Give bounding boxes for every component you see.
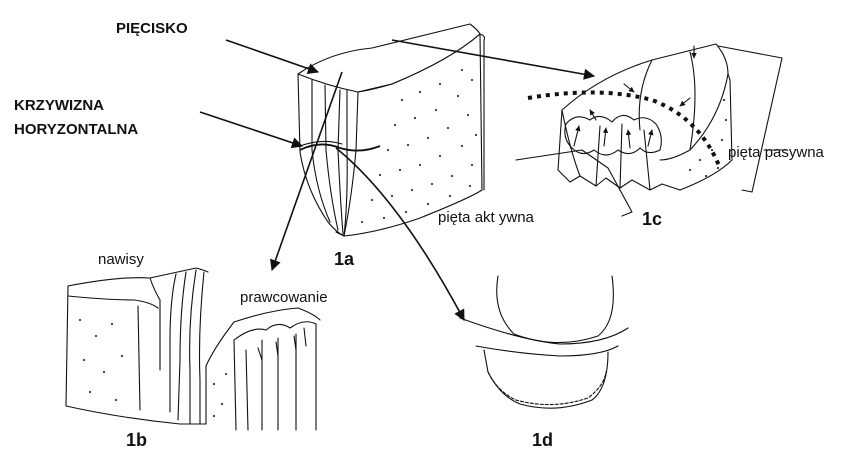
label-pieta-pasywna: pięta pasywna [728, 144, 825, 161]
figure-1a-drawing [298, 24, 485, 236]
figure-label-1a: 1a [334, 249, 355, 269]
piecisko-arrow [226, 40, 318, 72]
label-piecisko: PIĘCISKO [116, 20, 188, 37]
krzywizna-arrow [200, 112, 302, 146]
figure-label-1b: 1b [126, 430, 147, 450]
label-prawcowanie: prawcowanie [240, 289, 328, 306]
arrow-to-1b [272, 72, 342, 270]
figure-label-1c: 1c [642, 209, 662, 229]
label-krzywizna-line2: HORYZONTALNA [14, 121, 138, 138]
figure-label-1d: 1d [532, 430, 553, 450]
label-nawisy: nawisy [98, 251, 144, 268]
figure-1d-drawing [460, 276, 628, 408]
label-pieta-aktywna: pięta akt ywna [438, 209, 535, 226]
label-krzywizna-line1: KRZYWIZNA [14, 97, 104, 114]
